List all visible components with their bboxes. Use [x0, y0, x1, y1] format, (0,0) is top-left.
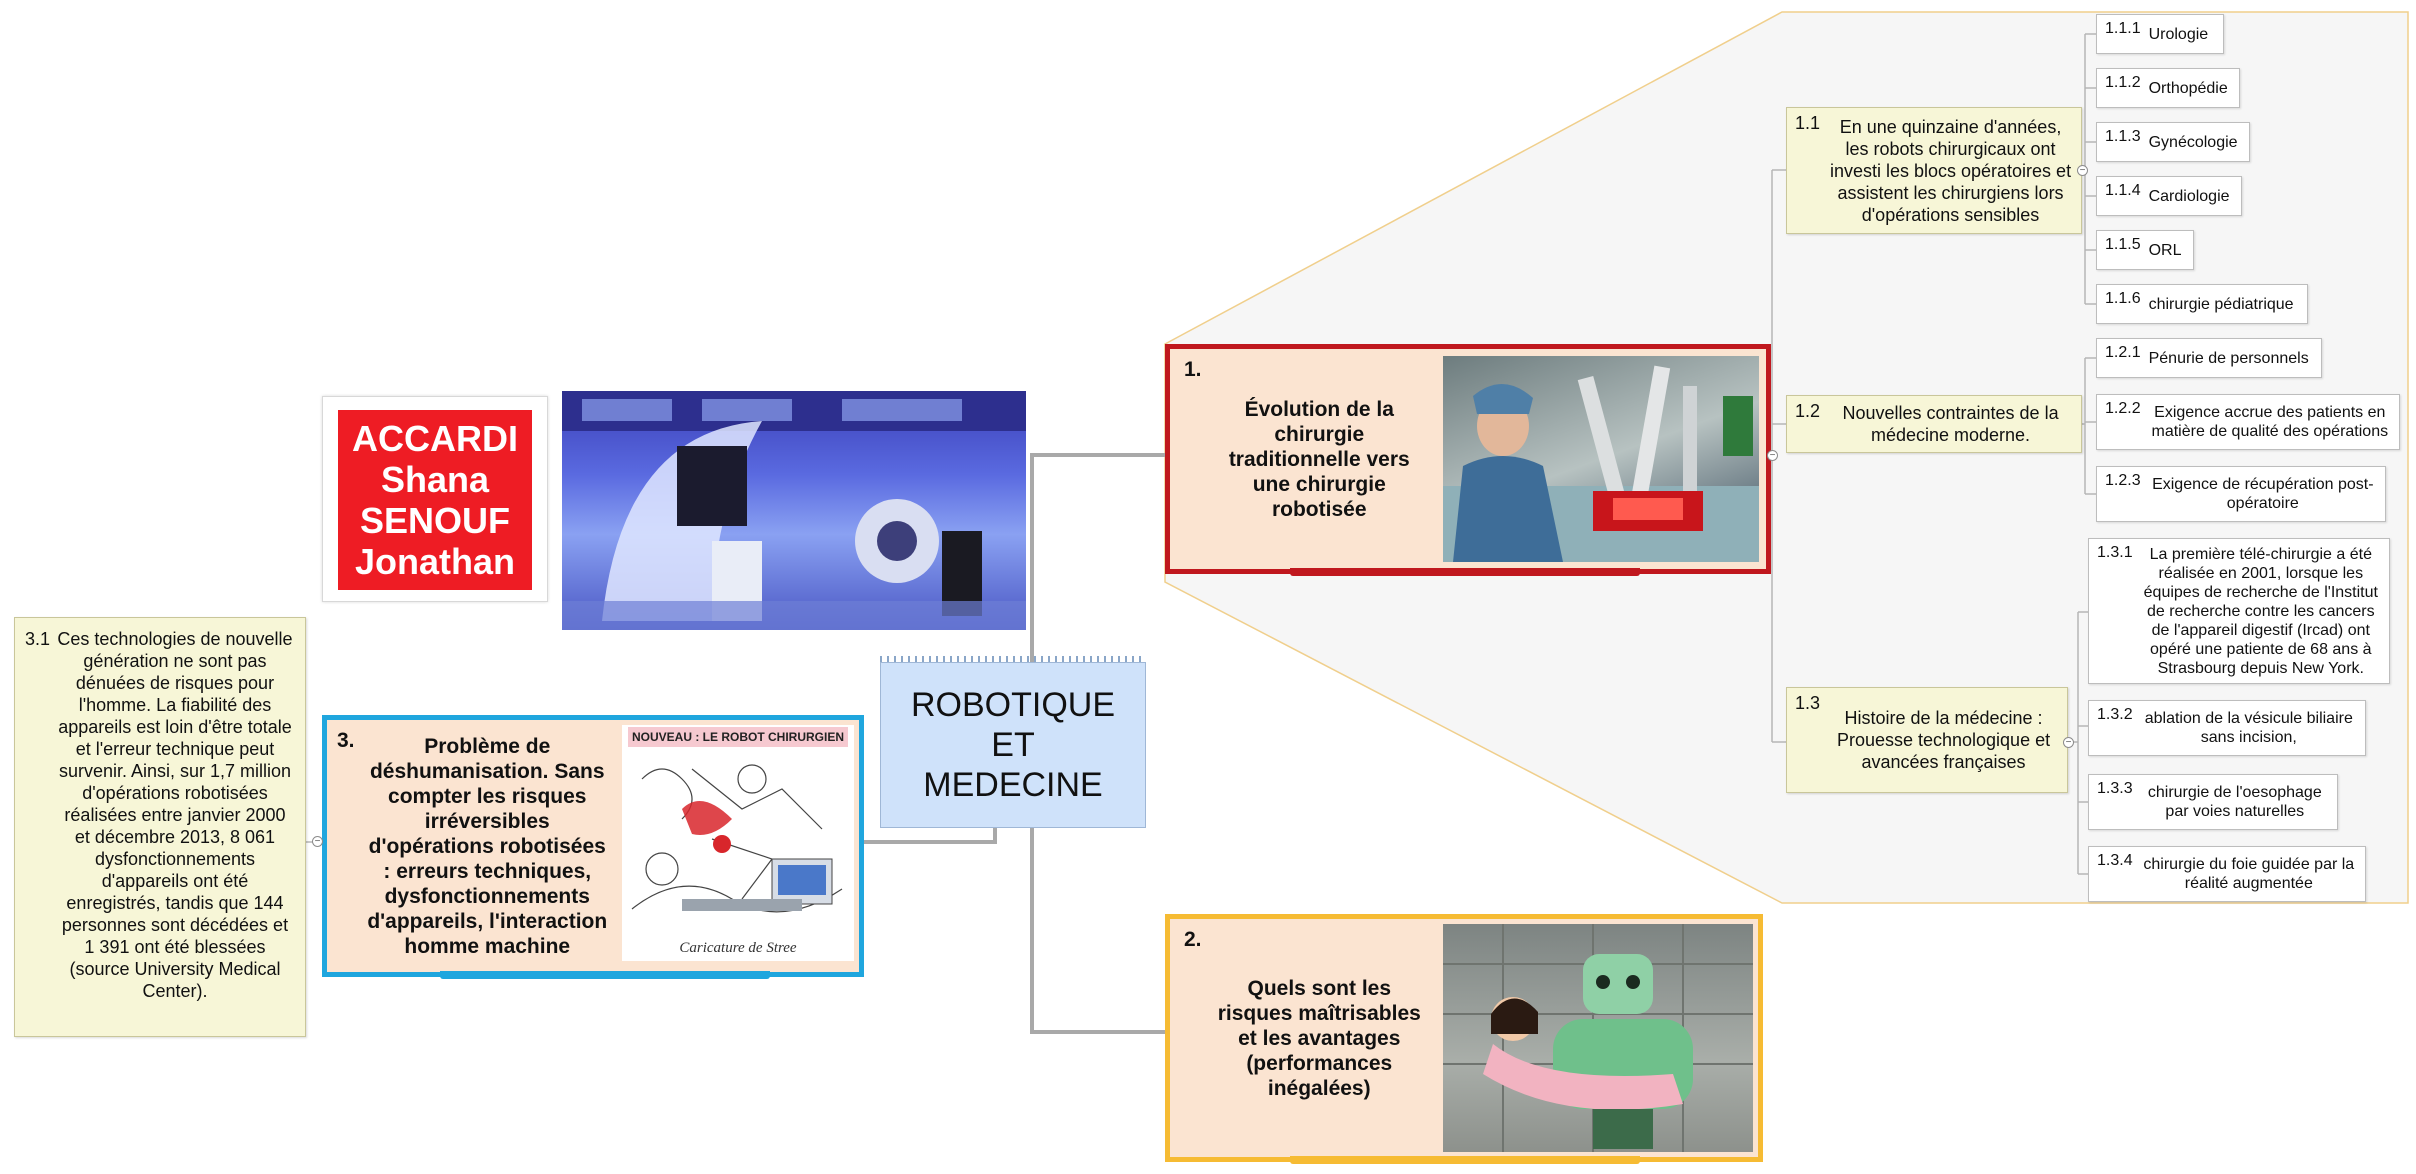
subtopic-1-2-label: Nouvelles contraintes de la médecine mod… [1842, 403, 2059, 445]
leaf-1-1-1-label: Urologie [2148, 25, 2209, 43]
leaf-1-1-6-label: chirurgie pédiatrique [2148, 295, 2294, 313]
connector-central-topic1 [1030, 453, 1166, 662]
topic-2-text: 2. Quels sont les risques maîtrisables e… [1170, 919, 1443, 1157]
subtopic-1-1-number: 1.1 [1795, 113, 1821, 133]
central-line-1: ROBOTIQUE [910, 686, 1116, 724]
topic-1-text: 1. Évolution de la chirurgie traditionne… [1170, 349, 1443, 569]
subtopic-1-3[interactable]: 1.3 Histoire de la médecine : Prouesse t… [1786, 687, 2068, 793]
topic-2[interactable]: 2. Quels sont les risques maîtrisables e… [1165, 914, 1763, 1162]
leaf-1-1-4-number: 1.1.4 [2105, 182, 2141, 199]
leaf-1-1-5-number: 1.1.5 [2105, 236, 2141, 253]
leaf-1-1-3[interactable]: 1.1.3 Gynécologie [2096, 122, 2250, 162]
nursing-robot-photo [1443, 924, 1753, 1152]
authors-label: ACCARDI Shana SENOUF Jonathan [338, 410, 532, 590]
leaf-1-1-4-label: Cardiologie [2148, 187, 2230, 205]
subtopic-3-1[interactable]: 3.1 Ces technologies de nouvelle générat… [14, 617, 306, 1037]
subtopic-1-1[interactable]: 1.1 En une quinzaine d'années, les robot… [1786, 107, 2082, 234]
subtopic-1-2-number: 1.2 [1795, 401, 1821, 421]
leaf-1-1-1[interactable]: 1.1.1 Urologie [2096, 14, 2224, 54]
leaf-1-3-2[interactable]: 1.3.2 ablation de la vésicule biliaire sa… [2088, 700, 2366, 756]
topic-2-number: 2. [1184, 928, 1202, 951]
leaf-1-3-1-label: La première télé-chirurgie a été réalisé… [2143, 545, 2378, 677]
leaf-1-2-1-number: 1.2.1 [2105, 344, 2141, 361]
subtopic-1-3-number: 1.3 [1795, 693, 1821, 713]
topic-3-number: 3. [337, 729, 355, 752]
leaf-1-1-3-number: 1.1.3 [2105, 128, 2141, 145]
cartoon-caption: Caricature de Stree [679, 940, 797, 956]
topic-1-number: 1. [1184, 358, 1202, 381]
operating-room-photo [562, 391, 1026, 630]
topic-2-tab [1290, 1156, 1640, 1164]
topic-1-label: Évolution de la chirurgie traditionnelle… [1228, 397, 1410, 521]
leaf-1-1-5[interactable]: 1.1.5 ORL [2096, 230, 2194, 270]
leaf-1-1-6[interactable]: 1.1.6 chirurgie pédiatrique [2096, 284, 2308, 324]
central-line-3: MEDECINE [923, 766, 1103, 804]
leaf-1-3-4-number: 1.3.4 [2097, 852, 2133, 869]
leaf-1-2-1-label: Pénurie de personnels [2148, 349, 2309, 367]
collapse-topic1-icon[interactable]: − [1767, 450, 1778, 461]
leaf-1-1-4[interactable]: 1.1.4 Cardiologie [2096, 176, 2242, 216]
cartoon-panel: NOUVEAU : LE ROBOT CHIRURGIEN Caricature… [622, 725, 854, 961]
topic-1[interactable]: 1. Évolution de la chirurgie traditionne… [1165, 344, 1771, 574]
subtopic-1-3-label: Histoire de la médecine : Prouesse techn… [1836, 708, 2051, 772]
cartoon-drawing [631, 764, 843, 913]
collapse-subtopic-1-3-icon[interactable]: − [2063, 737, 2074, 748]
leaf-1-3-3-number: 1.3.3 [2097, 780, 2133, 797]
topic-1-tab [1290, 568, 1640, 576]
leaf-1-3-3[interactable]: 1.3.3 chirurgie de l'oesophage par voies … [2088, 774, 2338, 830]
leaf-1-2-2-number: 1.2.2 [2105, 400, 2141, 417]
collapse-subtopic-1-1-icon[interactable]: − [2077, 165, 2088, 176]
leaf-1-2-3[interactable]: 1.2.3 Exigence de récupération post-opéra… [2096, 466, 2386, 522]
author-line-4: Jonathan [354, 541, 515, 582]
leaf-1-1-6-number: 1.1.6 [2105, 290, 2141, 307]
leaf-1-1-3-label: Gynécologie [2148, 133, 2238, 151]
leaf-1-3-1-number: 1.3.1 [2097, 544, 2133, 561]
leaf-1-3-1[interactable]: 1.3.1 La première télé-chirurgie a été ré… [2088, 538, 2390, 684]
author-line-1: ACCARDI [352, 418, 518, 459]
subtopic-3-1-number: 3.1 [25, 629, 51, 649]
connector-central-topic2 [1030, 828, 1166, 1034]
leaf-1-3-3-label: chirurgie de l'oesophage par voies natur… [2147, 784, 2322, 820]
topic-3-text: 3. Problème de déshumanisation. Sans com… [327, 720, 622, 972]
connector-leaves-1-2 [2082, 357, 2096, 495]
author-line-2: Shana [380, 459, 490, 500]
subtopic-1-1-label: En une quinzaine d'années, les robots ch… [1829, 116, 2072, 225]
leaf-1-1-5-label: ORL [2148, 241, 2182, 259]
leaf-1-2-1[interactable]: 1.2.1 Pénurie de personnels [2096, 338, 2322, 378]
central-topic[interactable]: ROBOTIQUE ET MEDECINE [880, 662, 1146, 828]
leaf-1-3-2-label: ablation de la vésicule biliaire sans in… [2144, 710, 2353, 746]
leaf-1-2-2[interactable]: 1.2.2 Exigence accrue des patients en mat… [2096, 394, 2400, 450]
author-line-3: SENOUF [359, 500, 510, 541]
leaf-1-3-2-number: 1.3.2 [2097, 706, 2133, 723]
cartoon-header: NOUVEAU : LE ROBOT CHIRURGIEN [628, 727, 848, 747]
connector-central-topic3 [862, 828, 997, 844]
leaf-1-1-2-number: 1.1.2 [2105, 74, 2141, 91]
leaf-1-1-2[interactable]: 1.1.2 Orthopédie [2096, 68, 2240, 108]
topic-3-tab [440, 971, 770, 979]
subtopic-1-2[interactable]: 1.2 Nouvelles contraintes de la médecine… [1786, 395, 2082, 453]
leaf-1-3-4-label: chirurgie du foie guidée par la réalité … [2143, 856, 2355, 892]
leaf-1-1-2-label: Orthopédie [2148, 79, 2228, 97]
leaf-1-1-1-number: 1.1.1 [2105, 20, 2141, 37]
topic-3[interactable]: 3. Problème de déshumanisation. Sans com… [322, 715, 864, 977]
topic-3-label: Problème de déshumanisation. Sans compte… [367, 734, 608, 958]
topic-2-label: Quels sont les risques maîtrisables et l… [1217, 976, 1421, 1100]
collapse-topic3-icon[interactable]: − [312, 836, 323, 847]
central-spiral-binding [880, 656, 1146, 664]
leaf-1-2-2-label: Exigence accrue des patients en matière … [2151, 404, 2389, 440]
central-line-2: ET [991, 726, 1035, 764]
leaf-1-2-3-number: 1.2.3 [2105, 472, 2141, 489]
leaf-1-2-3-label: Exigence de récupération post-opératoire [2152, 476, 2374, 512]
leaf-1-3-4[interactable]: 1.3.4 chirurgie du foie guidée par la réa… [2088, 846, 2366, 902]
surgical-robot-photo [1443, 356, 1759, 562]
subtopic-3-1-label: Ces technologies de nouvelle génération … [57, 629, 293, 1001]
